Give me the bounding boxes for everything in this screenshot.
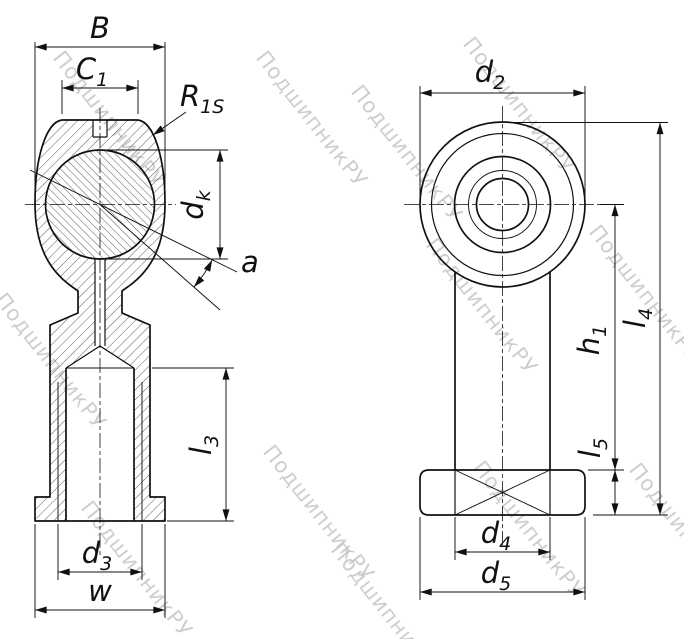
misalignment-axis-lines [29,169,238,311]
dim-label-l3: l3 [184,435,223,455]
dim-label-a-main: a [241,245,259,279]
dim-label-R1s-sub: 1S [200,96,224,118]
wrench-flats-outline [419,469,586,516]
thread-bore-outline [65,368,135,521]
grease-passage-lines [94,259,106,346]
shank-outline [454,272,551,470]
watermark-layer: ПодшипникРУ ПодшипникРУ ПодшипникРУ Подш… [0,32,684,639]
leader-R1s [152,111,187,136]
dim-label-dk: dk [176,189,215,219]
dim-label-dk-sub: k [193,189,215,201]
dim-label-R1s: R1S [180,79,224,118]
thread-major-lines [57,382,143,521]
dim-label-C1-sub: 1 [96,69,108,91]
dim-label-d4-main: d [481,516,500,550]
dim-label-dk-main: d [176,201,210,220]
dim-label-l5: l5 [573,438,612,458]
dim-label-w: w [88,574,112,608]
watermark-text: ПодшипникРУ [624,458,684,604]
dim-label-R1s-main: R [180,79,200,113]
left-extension-lines [34,42,234,618]
dim-label-d3-sub: 3 [100,553,112,575]
dim-label-C1: C1 [76,52,108,91]
dim-label-d5: d5 [481,556,512,595]
right-extension-lines [419,86,668,600]
bore-circle [475,177,530,232]
dim-label-B-main: B [90,11,110,45]
right-view-dimensions: d2 l4 h1 l5 d4 d5 [419,55,668,600]
dim-label-l3-sub: 3 [201,435,223,447]
right-view [404,106,601,545]
dim-label-l4-sub: 4 [635,308,657,320]
dim-label-w-main: w [88,574,112,608]
dim-label-h1-main: h [572,337,606,355]
right-centerlines [404,106,601,545]
watermark-text: ПодшипникРУ [326,538,447,639]
dim-label-l3-main: l [184,447,218,455]
dim-label-a: a [241,245,259,279]
wrench-flats-edges [454,470,551,515]
dim-label-h1-sub: 1 [589,325,611,337]
bore-chamfer-circle [468,170,537,239]
dim-label-d2-main: d [475,55,494,89]
dim-label-d4: d4 [481,516,512,555]
dim-label-B: B [90,11,110,45]
dim-label-d5-main: d [481,556,500,590]
dim-label-d2: d2 [475,55,506,94]
misalignment-angle-arc [193,259,213,288]
watermark-text: ПодшипникРУ [421,233,542,379]
dim-label-l4: l4 [618,308,657,328]
left-view-dimensions: B C1 R1S dk a l3 d3 w [34,11,259,618]
dim-label-h1: h1 [572,325,611,355]
dim-label-d3: d3 [82,536,113,575]
dim-label-l4-main: l [618,320,652,328]
dim-label-d5-sub: 5 [499,573,511,595]
watermark-text: ПодшипникРУ [251,46,372,192]
dim-label-d3-main: d [82,536,101,570]
dim-label-d4-sub: 4 [499,533,511,555]
dim-label-l5-sub: 5 [590,438,612,450]
dim-label-C1-main: C [76,52,97,86]
dim-label-d2-sub: 2 [493,72,505,94]
dim-label-l5-main: l [573,450,607,458]
left-view-section [25,108,238,556]
